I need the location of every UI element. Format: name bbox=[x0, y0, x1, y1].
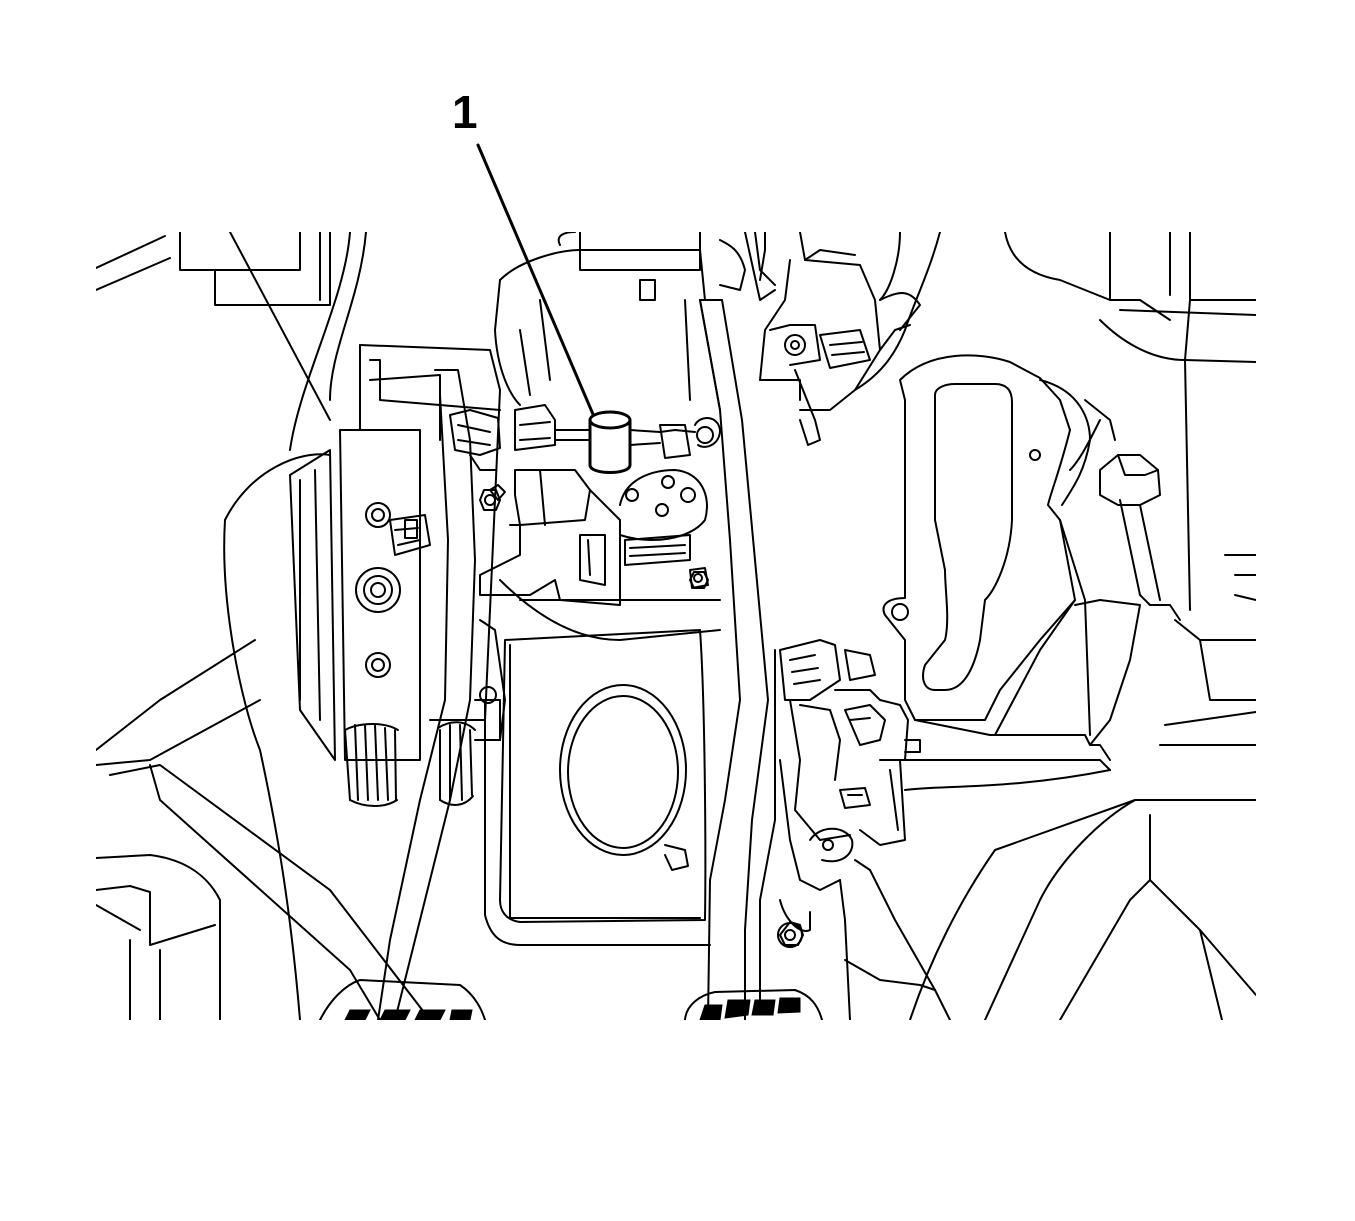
clutch-pedal-assembly bbox=[289, 344, 506, 1020]
sensor-connector bbox=[719, 232, 941, 446]
support-arm bbox=[1074, 454, 1181, 746]
drawing-body bbox=[96, 232, 1256, 1020]
pedal-position-switch bbox=[449, 404, 721, 606]
accelerator-pedal-module bbox=[759, 639, 951, 1020]
lower-panel bbox=[484, 629, 711, 946]
callout-1-leader-line bbox=[476, 143, 606, 442]
callout-1-label: 1 bbox=[452, 86, 478, 138]
mounting-bracket bbox=[882, 354, 1116, 761]
brake-pedal-arm bbox=[684, 299, 823, 1020]
fasteners bbox=[479, 489, 804, 946]
switch-body bbox=[589, 411, 631, 474]
dash-panel bbox=[96, 232, 1256, 1020]
